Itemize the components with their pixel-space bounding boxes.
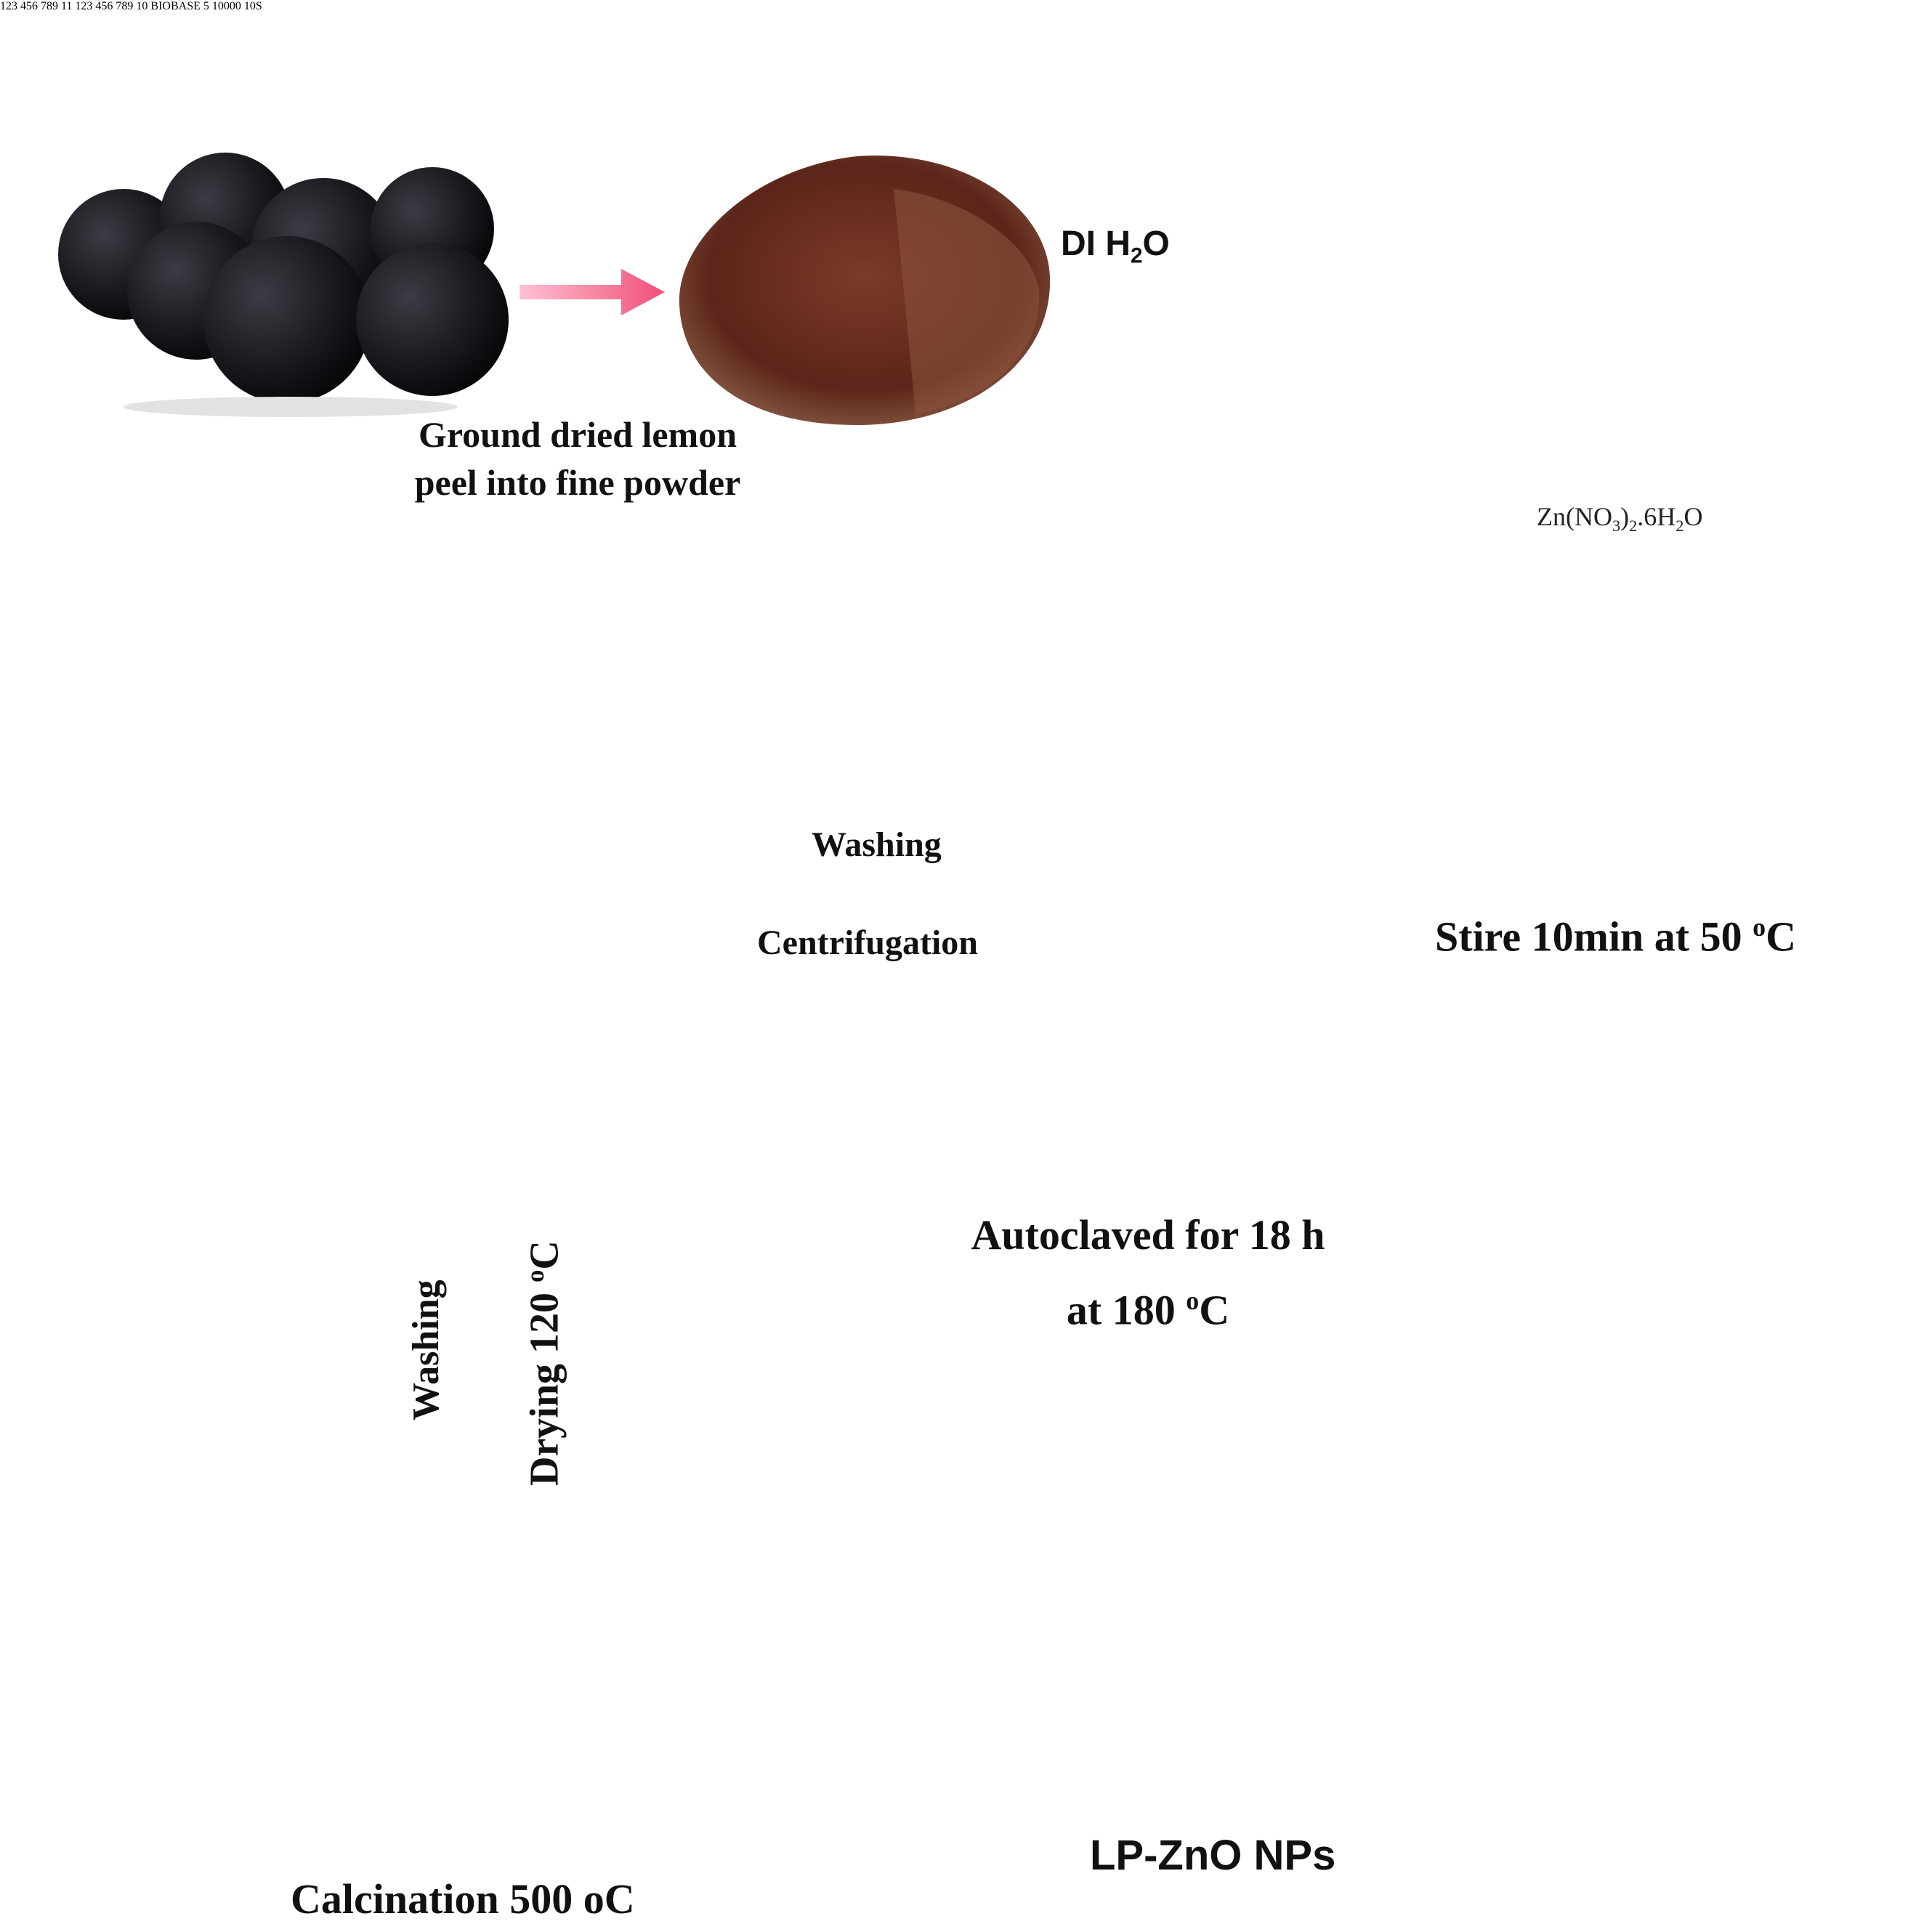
precursor-sub3: 2	[1676, 517, 1684, 535]
water-prefix: DI H	[1061, 225, 1131, 263]
stir-end: C	[1766, 913, 1796, 961]
arrow-to-powder	[520, 269, 665, 315]
autoclave-line2-sup: o	[1186, 1286, 1200, 1315]
arrow-to-centrifuge: BIOBASE 5 10000 10S Ground dried lemon p…	[150, 0, 1796, 1923]
precursor-end: O	[1683, 502, 1703, 531]
grind-label-line1: Ground dried lemon	[418, 414, 737, 455]
drying-prefix: Drying 120	[522, 1282, 567, 1486]
drying-sup: o	[521, 1269, 549, 1282]
autoclave-line2-end: C	[1199, 1286, 1230, 1334]
calcination-label: Calcination 500 oC	[291, 1875, 635, 1923]
display-left: 5	[203, 0, 209, 12]
centrifuge-icon: BIOBASE 5 10000 10S	[150, 0, 262, 12]
autoclave-line1: Autoclaved for 18 h	[971, 1211, 1325, 1258]
product-label: LP-ZnO NPs	[1090, 1832, 1336, 1879]
autoclave-line2-prefix: at 180	[1066, 1286, 1187, 1334]
water-label: DI H2O	[1061, 224, 1170, 269]
stir-text: Stire 10min at 50	[1435, 913, 1753, 961]
powder-icon	[679, 155, 1051, 425]
washing-label-top: Washing	[812, 825, 942, 864]
precursor-sub1: 3	[1612, 517, 1621, 535]
hotplate-stirrer-icon: 123 456 789 11 123 456 789 10	[0, 0, 148, 12]
drying-label: Drying 120 oC	[521, 1240, 568, 1486]
autoclave-label: Autoclaved for 18 h at 180 oC	[905, 1203, 1391, 1343]
display-mid: 10000	[211, 0, 241, 12]
arrow-to-beaker: 123 456 789 11 123 456 789 10	[0, 0, 1796, 1923]
precursor-mid: )	[1620, 502, 1630, 531]
dried-lemons-icon	[58, 153, 509, 417]
arrow-to-autoclave: BIOBASE 5 10000 10S Ground dried lemon p…	[150, 0, 1796, 1923]
precursor-mid2: .6H	[1637, 502, 1676, 531]
stir-sup: o	[1753, 913, 1766, 942]
centrifugation-label: Centrifugation	[757, 923, 978, 962]
grind-label-line2: peel into fine powder	[414, 462, 741, 503]
brand-label: BIOBASE	[150, 0, 201, 12]
precursor-label: Zn(NO3)2.6H2O	[1537, 501, 1702, 535]
autoclave-line2: at 180 oC	[905, 1268, 1391, 1343]
water-suffix: O	[1142, 225, 1170, 263]
washing-label-vertical: Washing	[405, 1280, 447, 1420]
drying-end: C	[522, 1240, 567, 1270]
precursor-sub2: 2	[1629, 517, 1638, 535]
water-sub: 2	[1131, 243, 1143, 268]
display-right: 10S	[243, 0, 262, 12]
grind-label: Ground dried lemon peel into fine powder	[331, 411, 825, 506]
stir-label: Stire 10min at 50 oC	[1435, 912, 1796, 961]
precursor-text: Zn(NO	[1537, 502, 1612, 531]
